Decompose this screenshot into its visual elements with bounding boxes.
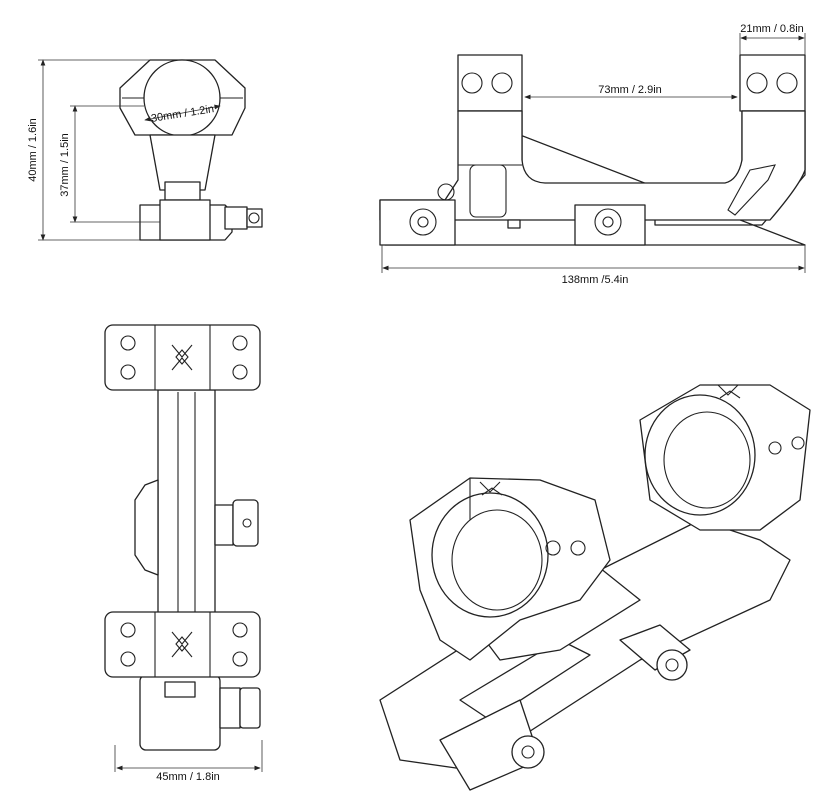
top-dimensions <box>114 740 263 772</box>
logo-icon <box>171 344 193 658</box>
side-view <box>379 54 806 246</box>
front-dimensions <box>38 59 221 241</box>
height-37mm-label: 37mm / 1.5in <box>59 133 71 197</box>
ring-width-label: 21mm / 0.8in <box>740 23 804 35</box>
isometric-view <box>379 384 811 791</box>
front-view <box>119 59 263 241</box>
ring-spacing-label: 73mm / 2.9in <box>598 84 662 96</box>
height-40mm-label: 40mm / 1.6in <box>27 118 39 182</box>
total-length-label: 138mm /5.4in <box>562 274 629 286</box>
total-width-label: 45mm / 1.8in <box>156 771 220 783</box>
side-dimensions <box>381 33 806 273</box>
top-view <box>104 324 261 751</box>
